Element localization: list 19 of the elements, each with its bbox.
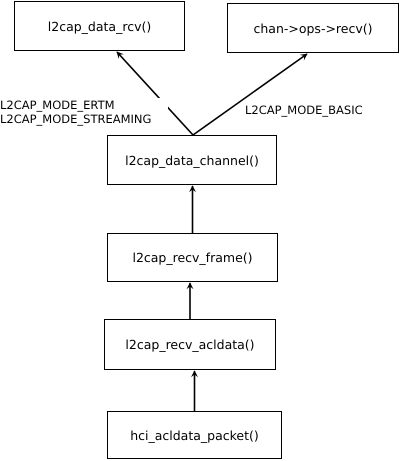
function-box [107, 233, 278, 282]
arrow [116, 51, 194, 136]
edge-label: L2CAP_MODE_ERTM L2CAP_MODE_STREAMING [0, 98, 168, 126]
function-name: l2cap_data_channel() [125, 152, 259, 168]
function-name: l2cap_data_rcv() [48, 18, 152, 34]
arrow [186, 282, 194, 319]
function-box [14, 1, 185, 51]
function-box [107, 411, 282, 459]
function-name: l2cap_recv_frame() [132, 250, 253, 265]
function-name: chan->ops->recv() [253, 20, 373, 36]
edge-label: L2CAP_MODE_BASIC [245, 103, 363, 117]
arrow [192, 53, 308, 136]
arrow [189, 185, 196, 233]
function-name: l2cap_recv_acldata() [125, 337, 255, 352]
function-name: hci_acldata_packet() [130, 428, 259, 442]
function-box [227, 3, 399, 53]
function-box [104, 319, 276, 370]
arrow [191, 370, 198, 411]
function-box [107, 135, 277, 185]
